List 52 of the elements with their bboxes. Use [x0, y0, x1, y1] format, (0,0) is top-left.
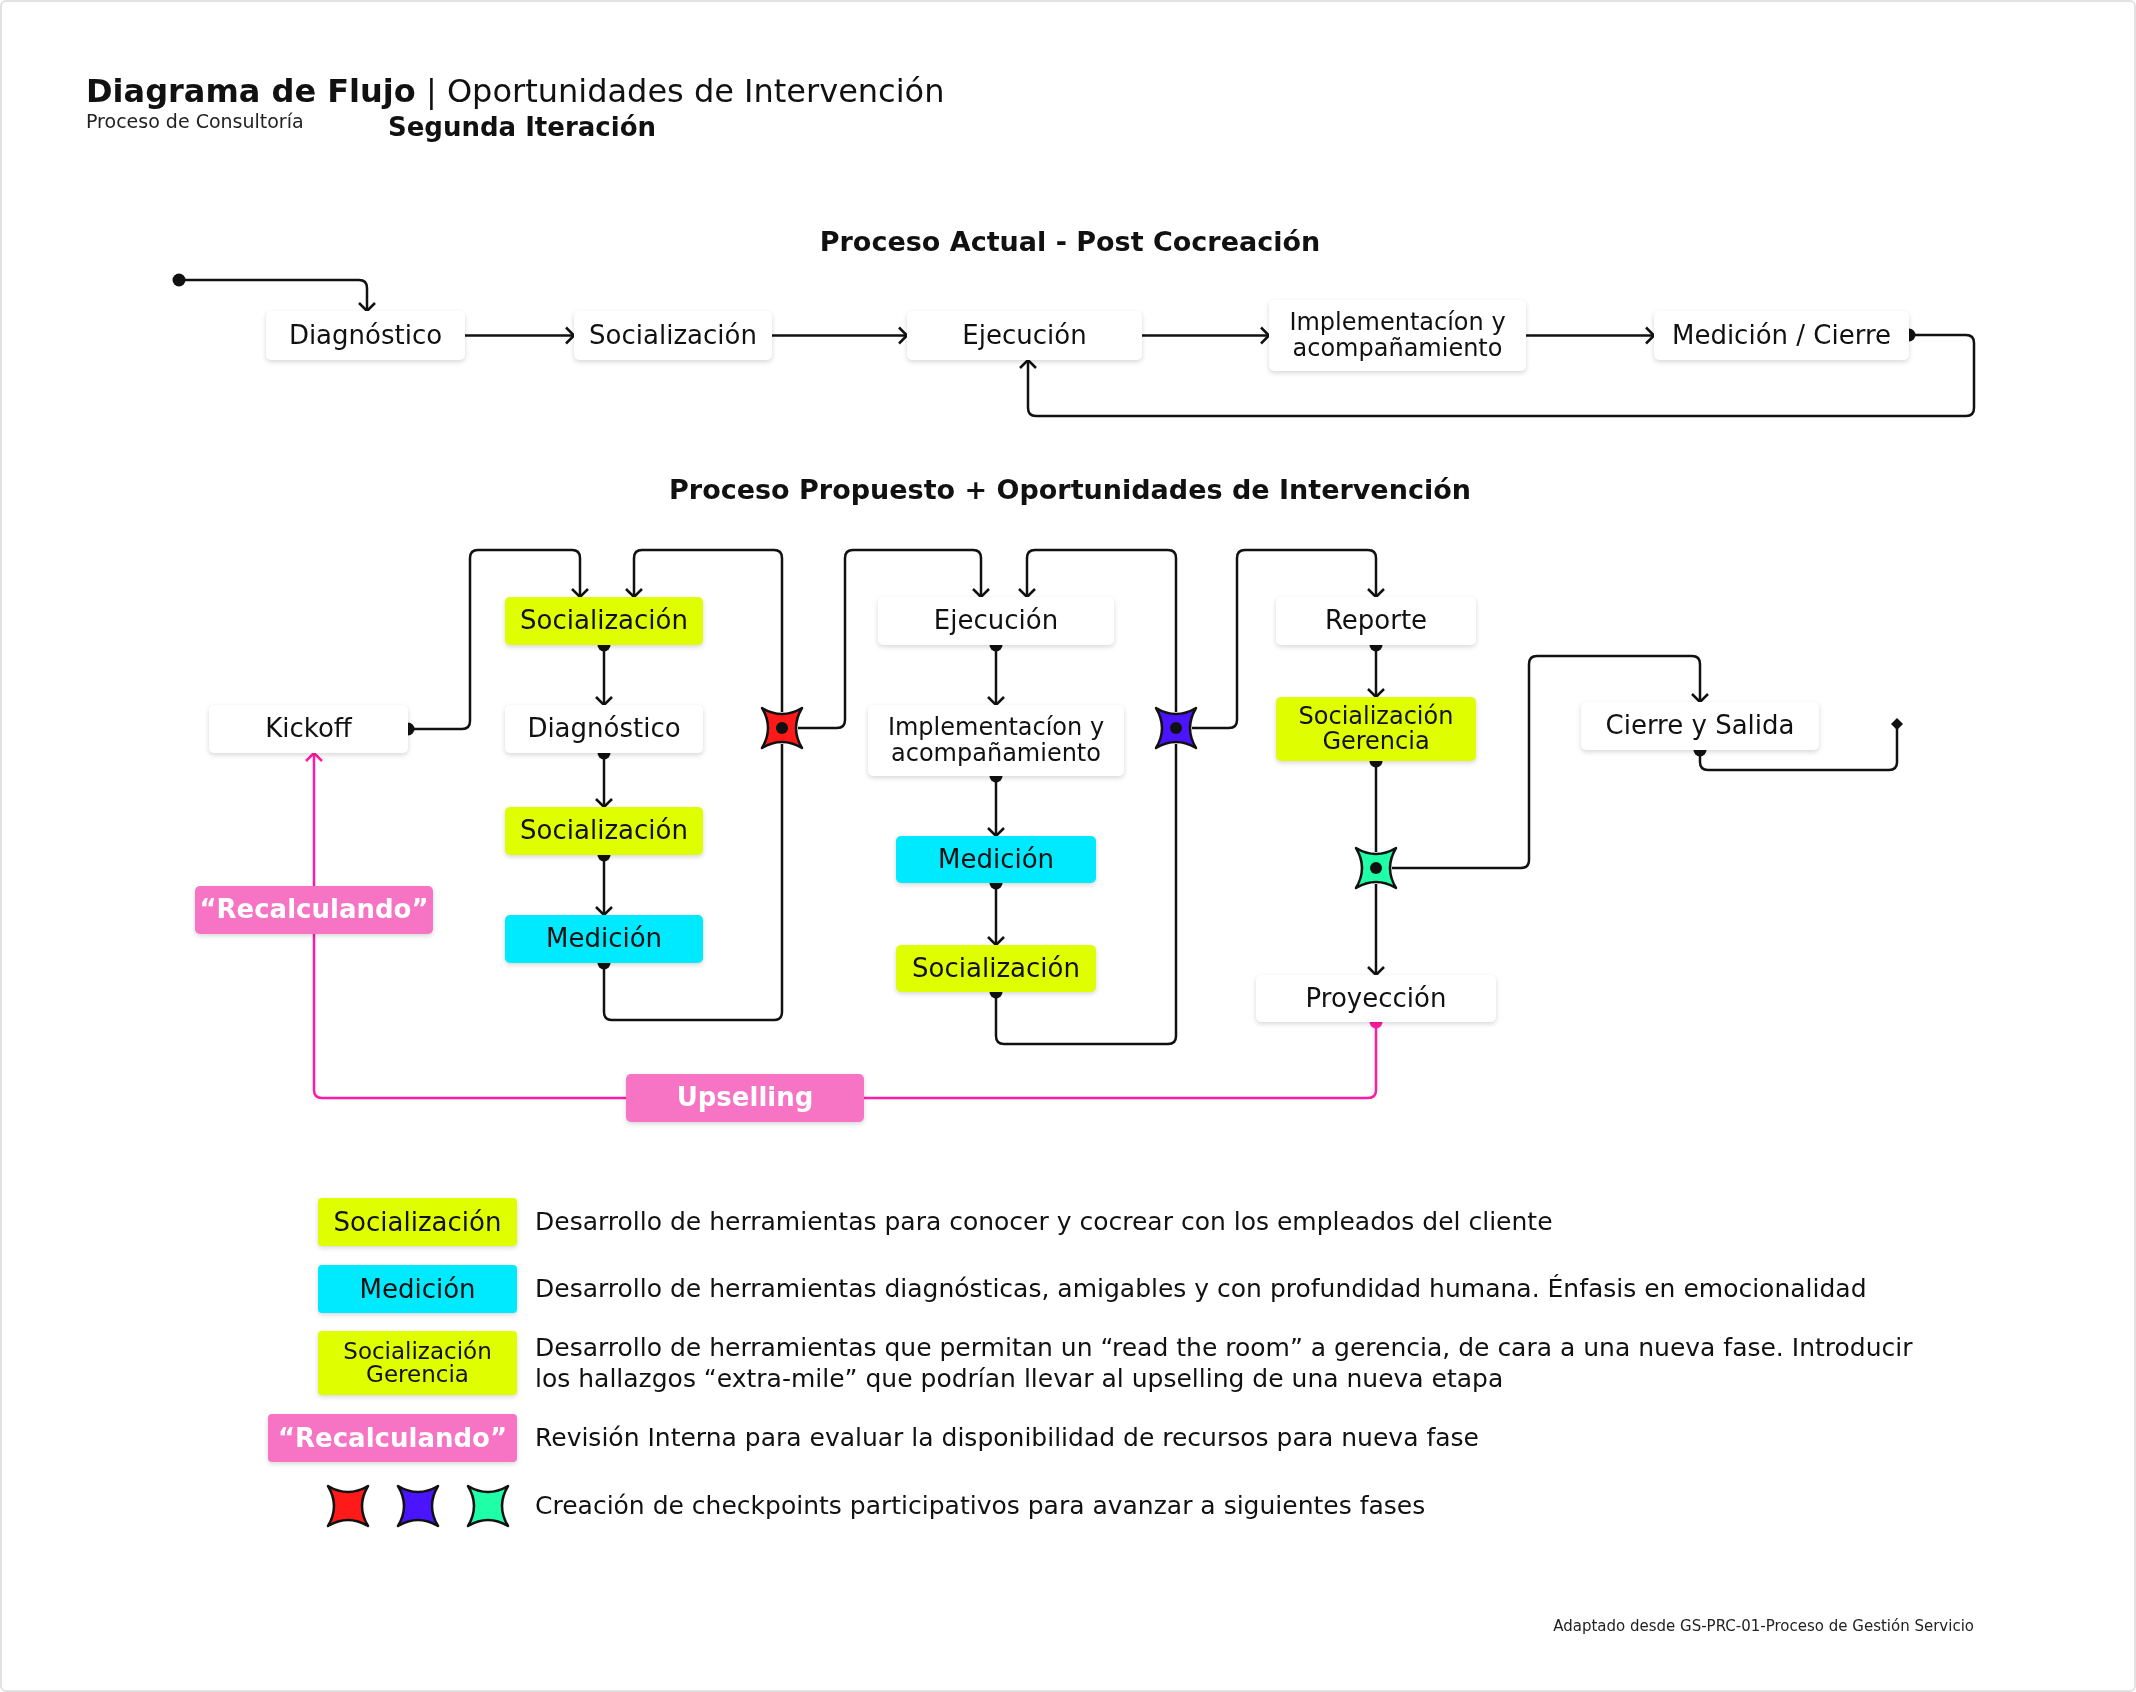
arrow	[172, 273, 377, 313]
process-box: Ejecución	[907, 311, 1142, 360]
section-heading: Proceso Propuesto + Oportunidades de Intervención	[669, 474, 1471, 505]
arrow	[1017, 548, 1178, 712]
arrow	[1142, 326, 1271, 345]
legend-text: Revisión Interna para evaluar la disponibilidad de recursos para nueva fase	[535, 1422, 1480, 1454]
process-box: Reporte	[1276, 597, 1476, 645]
process-box: Diagnóstico	[266, 311, 465, 360]
process-box: Cierre y Salida	[1581, 702, 1819, 750]
legend-text: Desarrollo de herramientas que permitan un “read the room” a gerencia, de cara a una nueva fase. Introducir los hallazgos “extra-mile” que podrían llevar al upselling de una nueva etapa	[535, 1331, 1914, 1395]
process-box: Ejecución	[878, 597, 1114, 645]
arrow	[798, 548, 991, 730]
arrow	[1392, 654, 1710, 870]
highlight-box: Socialización	[896, 945, 1096, 992]
source-note: Adaptado desde GS-PRC-01-Proceso de Gestión Servicio	[1553, 1617, 1974, 1635]
checkpoint-star	[1354, 846, 1398, 890]
arrow	[465, 326, 576, 345]
title: Diagrama de Flujo | Oportunidades de Intervención	[86, 72, 945, 110]
legend-chip: Socialización	[318, 1198, 517, 1246]
highlight-box: Upselling	[626, 1074, 864, 1122]
process-box: Implementacíon y acompañamiento	[1269, 300, 1526, 371]
process-box: Proyección	[1256, 975, 1496, 1022]
highlight-box: Socialización	[505, 807, 703, 855]
checkpoint-star	[760, 706, 804, 750]
arrow	[1018, 328, 1976, 418]
highlight-box: “Recalculando”	[195, 886, 433, 934]
legend-text: Creación de checkpoints participativos para avanzar a siguientes fases	[535, 1490, 1427, 1522]
highlight-box: Medición	[505, 915, 703, 963]
process-box: Socialización	[574, 311, 772, 360]
highlight-box: Socialización	[505, 597, 703, 645]
subtitle: Proceso de Consultoría	[86, 110, 304, 132]
process-box: Kickoff	[209, 705, 408, 753]
process-box: Diagnóstico	[505, 705, 703, 753]
iteration-label: Segunda Iteración	[388, 112, 656, 142]
connector-line	[312, 934, 626, 1100]
highlight-box: Socialización Gerencia	[1276, 697, 1476, 761]
process-box: Implementacíon y acompañamiento	[868, 705, 1124, 776]
legend-chip: “Recalculando”	[267, 1414, 517, 1462]
legend-chip: Socialización Gerencia	[318, 1331, 517, 1395]
legend-text: Desarrollo de herramientas diagnósticas, amigables y con profundidad humana. Énfasis en emocionalidad	[535, 1273, 1868, 1305]
arrow	[772, 326, 909, 345]
arrow	[1526, 326, 1656, 345]
arrow	[1366, 884, 1386, 977]
arrow	[624, 548, 784, 712]
legend-chip: Medición	[318, 1265, 517, 1313]
arrow	[304, 751, 324, 886]
arrow	[1192, 548, 1386, 730]
legend-text: Desarrollo de herramientas para conocer y cocrear con los empleados del cliente	[535, 1206, 1554, 1238]
process-box: Medición / Cierre	[1654, 311, 1909, 360]
section-heading: Proceso Actual - Post Cocreación	[819, 226, 1321, 257]
highlight-box: Medición	[896, 836, 1096, 883]
checkpoint-star	[1154, 706, 1198, 750]
